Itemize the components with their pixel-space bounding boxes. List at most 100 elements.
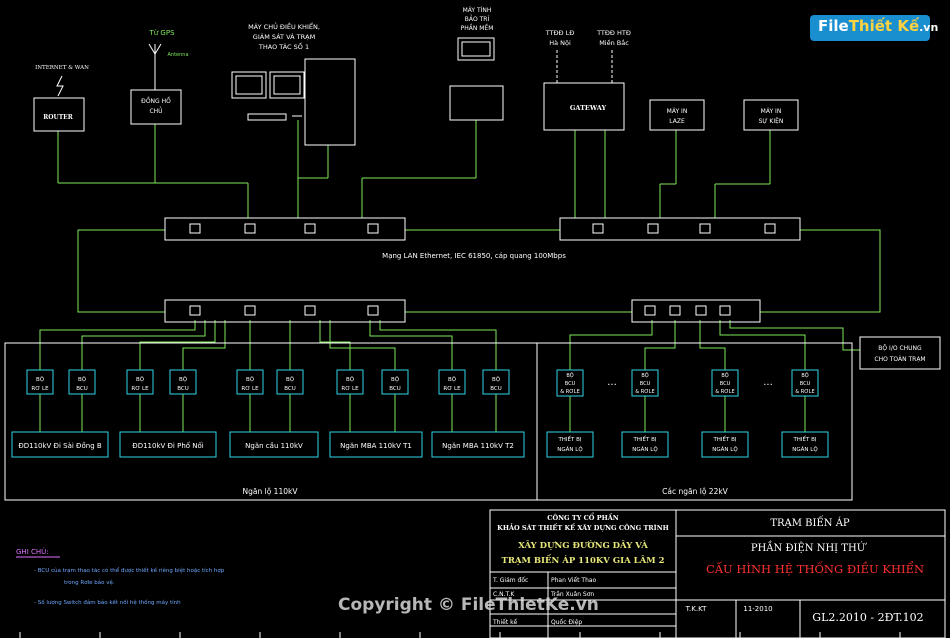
bcu-bo-label: BỘ — [721, 372, 728, 379]
tb-r1-role: T. Giám đốc — [492, 577, 528, 584]
bcu-bo-label: BỘ — [641, 372, 648, 379]
relay-box-8 — [438, 369, 466, 395]
ttdd-htd-label-1: TTĐĐ HTĐ — [596, 29, 631, 37]
switch-bottom-right-port — [669, 305, 681, 316]
switch-bottom-left-port — [367, 305, 379, 316]
relay-type-label: RƠ LE — [31, 386, 49, 392]
control-pc-label-3: THAO TÁC SỐ 1 — [258, 41, 309, 51]
relay-type-label: BCU — [284, 386, 296, 392]
watermark-logo — [810, 15, 930, 41]
bay-110-label: ĐD110kV Đi Sài Đồng B — [18, 442, 102, 450]
control-pc-label-1: MÁY CHỦ ĐIỀU KHIỂN, — [248, 21, 320, 31]
master-clock-box — [130, 89, 182, 125]
bay-110-box-0 — [11, 431, 109, 458]
relay-type-label: RƠ LE — [443, 386, 461, 392]
device-label: THIẾT BỊ — [557, 435, 581, 443]
laser-label-2: LAZE — [669, 118, 685, 125]
bay-110-label: Ngăn MBA 110kV T2 — [442, 442, 514, 450]
relay-type-label: BCU — [177, 386, 189, 392]
control-pc-label-2: GIÁM SÁT VÀ TRẠM — [253, 32, 315, 41]
bay-110-box-2 — [229, 431, 319, 458]
bcu-label: BCU — [800, 381, 811, 387]
relay-bo-label: BỘ — [391, 376, 400, 383]
switch-bottom-right — [631, 299, 761, 323]
switch-bottom-left-port — [244, 305, 256, 316]
ellipsis-1: ... — [607, 377, 617, 388]
tb-company-2: KHẢO SÁT THIẾT KẾ XÂY DỰNG CÔNG TRÌNH — [497, 522, 669, 532]
monitor-1-screen — [235, 75, 263, 95]
bcu-role-label: & RƠLE — [635, 389, 654, 395]
router-label: ROUTER — [43, 114, 73, 121]
switch-bottom-left — [164, 299, 406, 323]
relay-box-5 — [276, 369, 304, 395]
bay-label: NGĂN LỘ — [557, 446, 583, 453]
group-110-frame — [4, 342, 538, 501]
logo-part-a: File — [818, 17, 849, 35]
router-box — [33, 97, 85, 132]
bcu-label: BCU — [640, 381, 651, 387]
event-label-2: SỰ KIỆN — [759, 117, 784, 125]
bcu-relay-box-0 — [556, 369, 584, 397]
relay-bo-label: BỘ — [448, 376, 457, 383]
bcu-relay-box-3 — [791, 369, 819, 397]
bcu-bo-label: BỘ — [566, 372, 573, 379]
switch-bottom-right-port — [695, 305, 707, 316]
bcu-label: BCU — [565, 381, 576, 387]
bcu-label: BCU — [720, 381, 731, 387]
server-cabinet — [304, 58, 356, 146]
switch-top-right-port — [647, 223, 659, 234]
tb-r2-name: Trần Xuân Sơn — [550, 590, 594, 598]
switch-top-right-port — [592, 223, 604, 234]
device-label: THIẾT BỊ — [792, 435, 816, 443]
gateway-label: GATEWAY — [570, 104, 607, 112]
tb-part: PHẦN ĐIỆN NHỊ THỨ — [751, 541, 867, 554]
bcu-relay-box-2 — [711, 369, 739, 397]
notes-title: GHI CHÚ: — [16, 547, 49, 556]
ttdd-ld-label-1: TTĐĐ LĐ — [545, 29, 575, 37]
device-22-box-3 — [781, 431, 829, 458]
relay-box-0 — [26, 369, 54, 395]
notes-line-1: - BCU của trạm thao tác có thể được thiế… — [34, 567, 225, 574]
switch-bottom-right-port — [719, 305, 731, 316]
device-22-box-0 — [546, 431, 594, 458]
tb-r1-name: Phan Viết Thao — [551, 577, 597, 584]
gps-from-label: Từ GPS — [148, 29, 175, 37]
relay-box-4 — [236, 369, 264, 395]
bcu-relay-box-1 — [631, 369, 659, 397]
laser-printer-box — [649, 99, 705, 131]
maint-label-2: BẢO TRÌ — [465, 15, 490, 23]
event-printer-box — [743, 99, 799, 131]
relay-type-label: BCU — [490, 386, 502, 392]
relay-bo-label: BỘ — [78, 376, 87, 383]
bay-110-box-1 — [119, 431, 217, 458]
bay-110-label: Ngăn cầu 110kV — [245, 442, 303, 450]
maint-monitor-screen — [461, 41, 491, 57]
title-block-frame — [489, 509, 946, 638]
logo-part-b: Thiết Kế — [848, 17, 920, 35]
relay-bo-label: BỘ — [492, 376, 501, 383]
common-io-label-2: CHO TOÀN TRẠM — [874, 356, 925, 363]
relay-bo-label: BỘ — [136, 376, 145, 383]
switch-top-right-port — [764, 223, 776, 234]
monitor-2 — [269, 71, 305, 99]
tb-drawing: CẤU HÌNH HỆ THỐNG ĐIỀU KHIỂN — [706, 561, 924, 576]
clock-label-2: CHỦ — [149, 107, 162, 115]
switch-top-right-port — [699, 223, 711, 234]
gateway-box — [543, 82, 625, 131]
switch-top-left-port — [367, 223, 379, 234]
notes-line-2: trong Rơle bảo vệ. — [64, 579, 115, 586]
tb-station: TRẠM BIẾN ÁP — [770, 516, 850, 529]
switch-top-right — [559, 217, 801, 241]
common-io-box — [859, 336, 941, 370]
lightning-icon — [56, 75, 64, 97]
antenna-left — [148, 43, 156, 55]
relay-box-9 — [482, 369, 510, 395]
gps-antenna-label: Antenna — [167, 52, 188, 58]
switch-bottom-left-port — [189, 305, 201, 316]
maint-pc-box — [449, 85, 504, 121]
tb-r4-name: Quốc Điệp — [551, 619, 582, 626]
bay-110-label: Ngăn MBA 110kV T1 — [340, 442, 412, 450]
bay-label: NGĂN LỘ — [632, 446, 658, 453]
ttdd-htd-label-2: Miền Bắc — [599, 38, 629, 47]
